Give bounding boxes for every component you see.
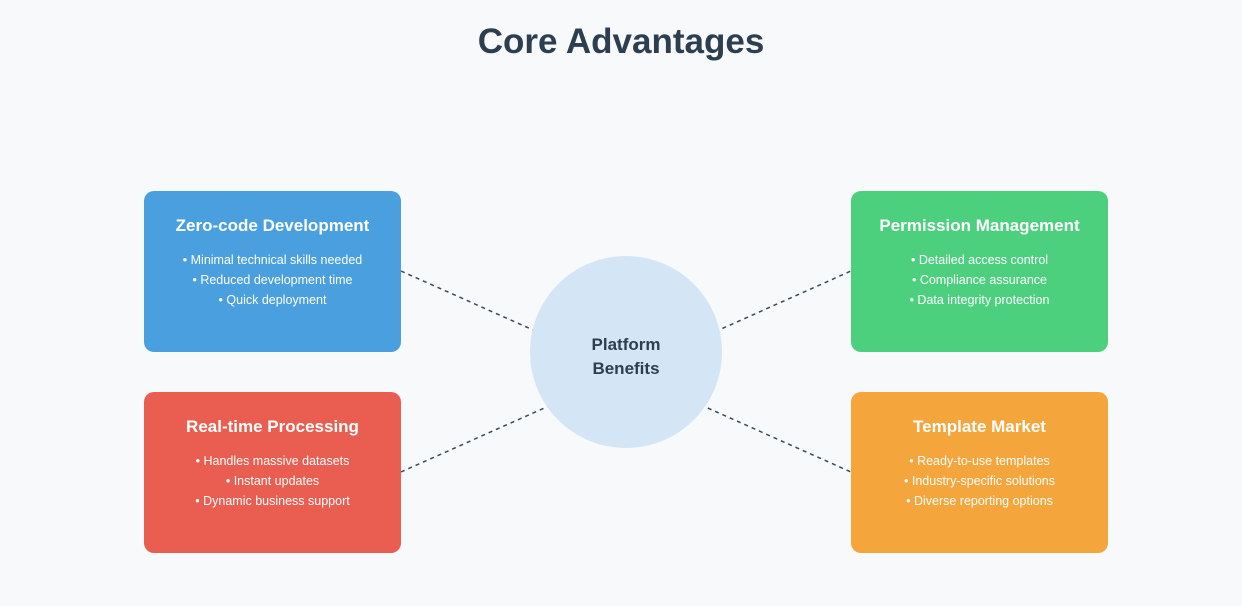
- card-real-time-processing: Real-time Processing Handles massive dat…: [144, 392, 401, 553]
- connector-zero-code-to-template: [400, 270, 852, 473]
- list-item: Instant updates: [144, 471, 401, 491]
- hub-circle: [530, 256, 722, 448]
- list-item: Dynamic business support: [144, 491, 401, 511]
- list-item: Diverse reporting options: [851, 491, 1108, 511]
- card-permission-management: Permission Management Detailed access co…: [851, 191, 1108, 352]
- card-title: Real-time Processing: [186, 417, 359, 436]
- list-item: Reduced development time: [144, 270, 401, 290]
- card-template-market: Template Market Ready-to-use templates I…: [851, 392, 1108, 553]
- card-zero-code-development: Zero-code Development Minimal technical …: [144, 191, 401, 352]
- list-item: Detailed access control: [851, 250, 1108, 270]
- card-feature-list: Minimal technical skills needed Reduced …: [144, 250, 401, 310]
- card-feature-list: Handles massive datasets Instant updates…: [144, 451, 401, 511]
- card-feature-list: Ready-to-use templates Industry-specific…: [851, 451, 1108, 511]
- hub-label: Platform Benefits: [591, 335, 661, 378]
- list-item: Industry-specific solutions: [851, 471, 1108, 491]
- card-feature-list: Detailed access control Compliance assur…: [851, 250, 1108, 310]
- card-title: Zero-code Development: [175, 216, 370, 235]
- card-title: Permission Management: [879, 216, 1080, 235]
- list-item: Handles massive datasets: [144, 451, 401, 471]
- diagram-title: Core Advantages: [477, 22, 765, 61]
- connector-real-time-to-permission: [400, 270, 852, 473]
- card-title: Template Market: [913, 417, 1046, 436]
- list-item: Ready-to-use templates: [851, 451, 1108, 471]
- list-item: Data integrity protection: [851, 290, 1108, 310]
- list-item: Quick deployment: [144, 290, 401, 310]
- list-item: Minimal technical skills needed: [144, 250, 401, 270]
- list-item: Compliance assurance: [851, 270, 1108, 290]
